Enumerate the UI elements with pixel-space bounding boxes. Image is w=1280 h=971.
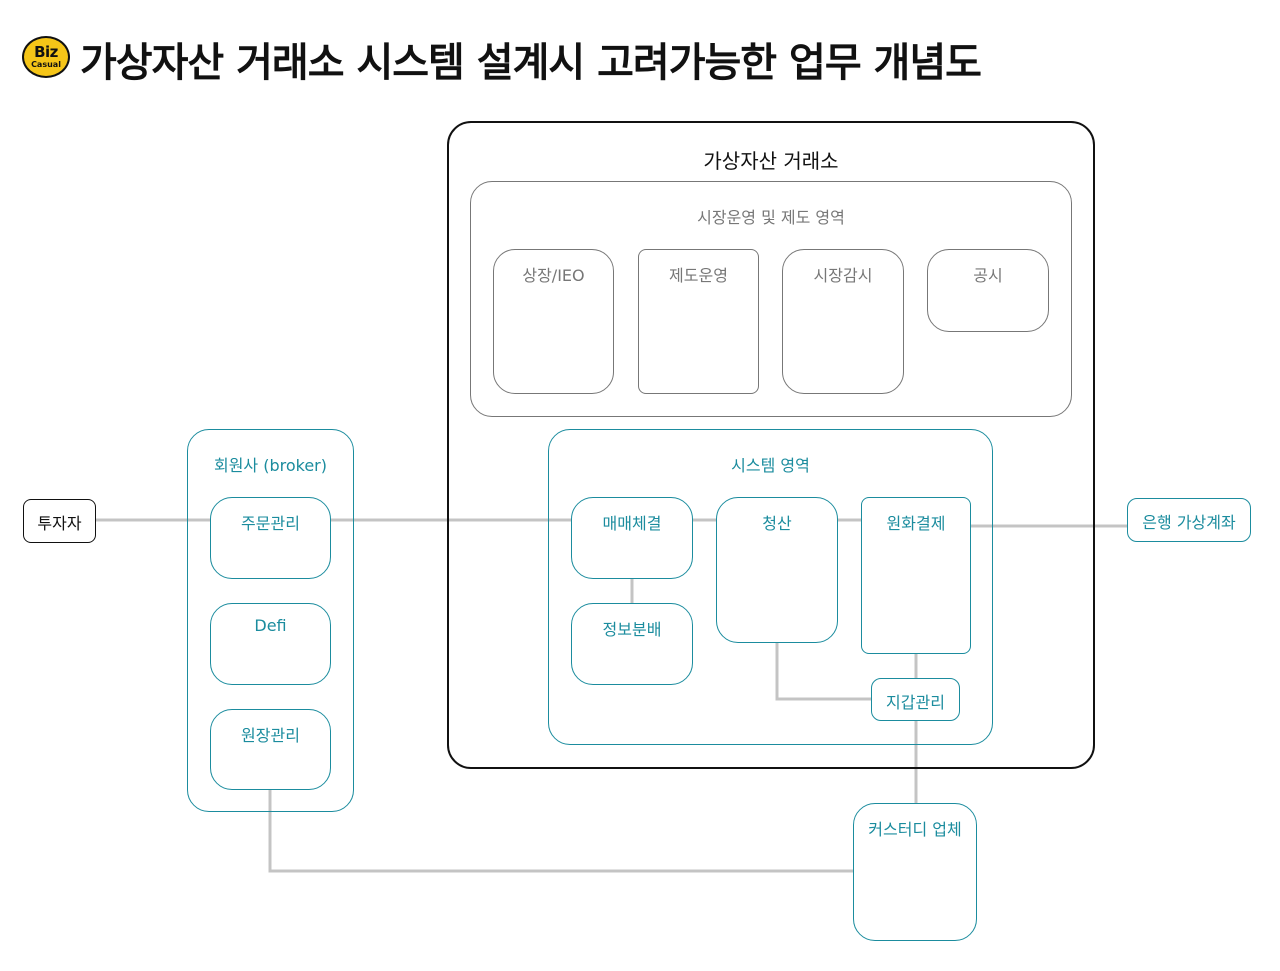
market-item-listing: 상장/IEO (493, 249, 614, 394)
market-area-title: 시장운영 및 제도 영역 (697, 208, 845, 227)
matching-box: 매매체결 (571, 497, 693, 579)
market-area-box: 시장운영 및 제도 영역 (470, 181, 1072, 417)
exchange-box: 가상자산 거래소 (447, 121, 1095, 769)
order-management-label: 주문관리 (241, 514, 300, 533)
logo-text-bottom: Casual (31, 60, 61, 69)
matching-label: 매매체결 (602, 514, 662, 533)
bank-virtual-account-label: 은행 가상계좌 (1142, 513, 1236, 532)
investor-box: 투자자 (23, 499, 96, 543)
custody-label: 커스터디 업체 (868, 820, 962, 839)
broker-box: 회원사 (broker) (187, 429, 354, 812)
broker-title: 회원사 (broker) (213, 456, 328, 475)
wallet-label: 지갑관리 (886, 693, 945, 712)
bizcasual-logo: Biz Casual (22, 36, 70, 78)
ledger-management-label: 원장관리 (241, 726, 300, 745)
settlement-label: 청산 (762, 514, 792, 533)
wallet-box: 지갑관리 (871, 678, 960, 721)
defi-box: Defi (210, 603, 331, 685)
market-item-label: 시장감시 (813, 266, 873, 285)
exchange-title: 가상자산 거래소 (703, 149, 839, 173)
market-item-label: 제도운영 (669, 266, 728, 285)
market-item-disclosure: 공시 (927, 249, 1049, 332)
market-item-label: 공시 (973, 266, 1003, 285)
logo-text-top: Biz (34, 43, 58, 61)
connector-settlement-wallet (775, 642, 872, 701)
order-management-box: 주문관리 (210, 497, 331, 579)
ledger-management-box: 원장관리 (210, 709, 331, 790)
info-distribution-label: 정보분배 (602, 620, 662, 639)
settlement-box: 청산 (716, 497, 838, 643)
defi-label: Defi (254, 616, 287, 635)
connector-ledger-custody (268, 789, 854, 873)
krw-payment-label: 원화결제 (886, 514, 946, 533)
market-item-label: 상장/IEO (522, 266, 585, 285)
market-item-surveillance: 시장감시 (782, 249, 904, 394)
page-title: 가상자산 거래소 시스템 설계시 고려가능한 업무 개념도 (80, 40, 982, 86)
system-area-title: 시스템 영역 (731, 456, 810, 475)
krw-payment-box: 원화결제 (861, 497, 971, 654)
info-distribution-box: 정보분배 (571, 603, 693, 685)
custody-box: 커스터디 업체 (853, 803, 977, 941)
bank-virtual-account-box: 은행 가상계좌 (1127, 498, 1251, 542)
market-item-regulation: 제도운영 (638, 249, 759, 394)
system-area-box: 시스템 영역 (548, 429, 993, 745)
investor-label: 투자자 (37, 514, 82, 533)
